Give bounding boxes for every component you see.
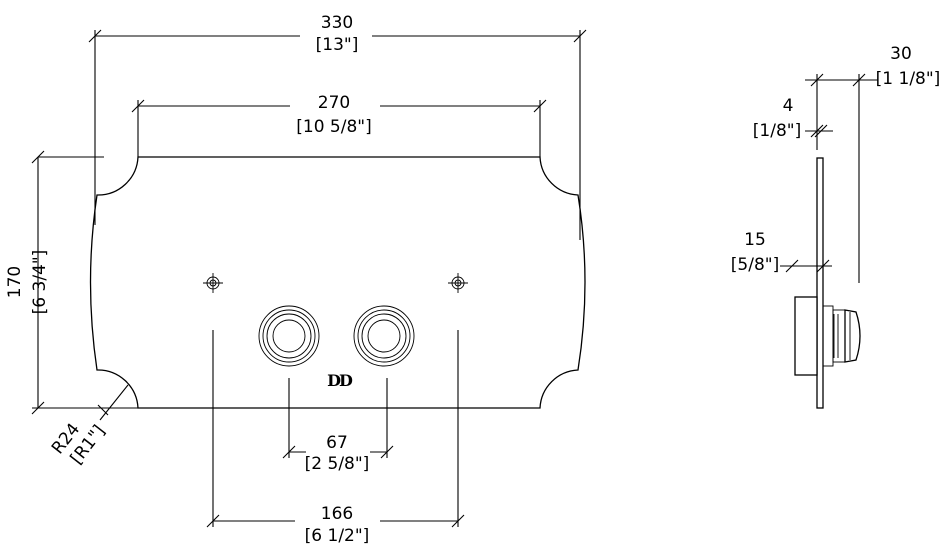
dimension-height-170: 170 [6 3/4"]: [5, 150, 138, 415]
dim-30-imperial: [1 1/8"]: [876, 69, 941, 89]
dim-166-value: 166: [321, 504, 353, 524]
dim-170-imperial: [6 3/4"]: [30, 250, 50, 315]
side-rear-body: [794, 296, 818, 376]
dimension-mount-spacing-166: 166 [6 1/2"]: [206, 330, 465, 546]
dim-330-value: 330: [321, 13, 353, 33]
dimension-width-330: 330 [13"]: [88, 13, 587, 240]
side-plate: [816, 157, 824, 409]
side-view: 30 [1 1/8"] 4 [1/8"] 15 [5/8"]: [731, 44, 940, 409]
dimension-depth-30: 30 [1 1/8"]: [805, 44, 940, 283]
flush-button-right: [353, 305, 415, 367]
dim-15-imperial: [5/8"]: [731, 255, 779, 275]
dim-4-imperial: [1/8"]: [753, 121, 801, 141]
dimension-radius-r24: R24 [R1"]: [48, 384, 129, 468]
dimension-button-spacing-67: 67 [2 5/8"]: [282, 378, 394, 474]
dimension-plate-thickness-4: 4 [1/8"]: [753, 96, 833, 141]
front-view: DD: [5, 13, 587, 546]
dim-330-imperial: [13"]: [316, 35, 359, 55]
logo-mark: DD: [327, 371, 353, 390]
dim-4-value: 4: [783, 96, 794, 116]
mounting-hole-left: [203, 273, 223, 293]
dim-270-value: 270: [318, 93, 350, 113]
dimension-width-270: 270 [10 5/8"]: [131, 93, 547, 157]
dimension-body-offset-15: 15 [5/8"]: [731, 230, 832, 275]
flush-button-left: [258, 305, 320, 367]
side-button-profile: [822, 305, 861, 367]
dim-67-imperial: [2 5/8"]: [305, 454, 370, 474]
dim-30-value: 30: [890, 44, 912, 64]
dim-67-value: 67: [326, 433, 348, 453]
mounting-hole-right: [448, 273, 468, 293]
dim-15-value: 15: [744, 230, 766, 250]
dim-170-value: 170: [5, 266, 25, 298]
cover-plate-outline: [89, 156, 586, 409]
dim-270-imperial: [10 5/8"]: [296, 117, 371, 137]
dim-166-imperial: [6 1/2"]: [305, 526, 370, 546]
